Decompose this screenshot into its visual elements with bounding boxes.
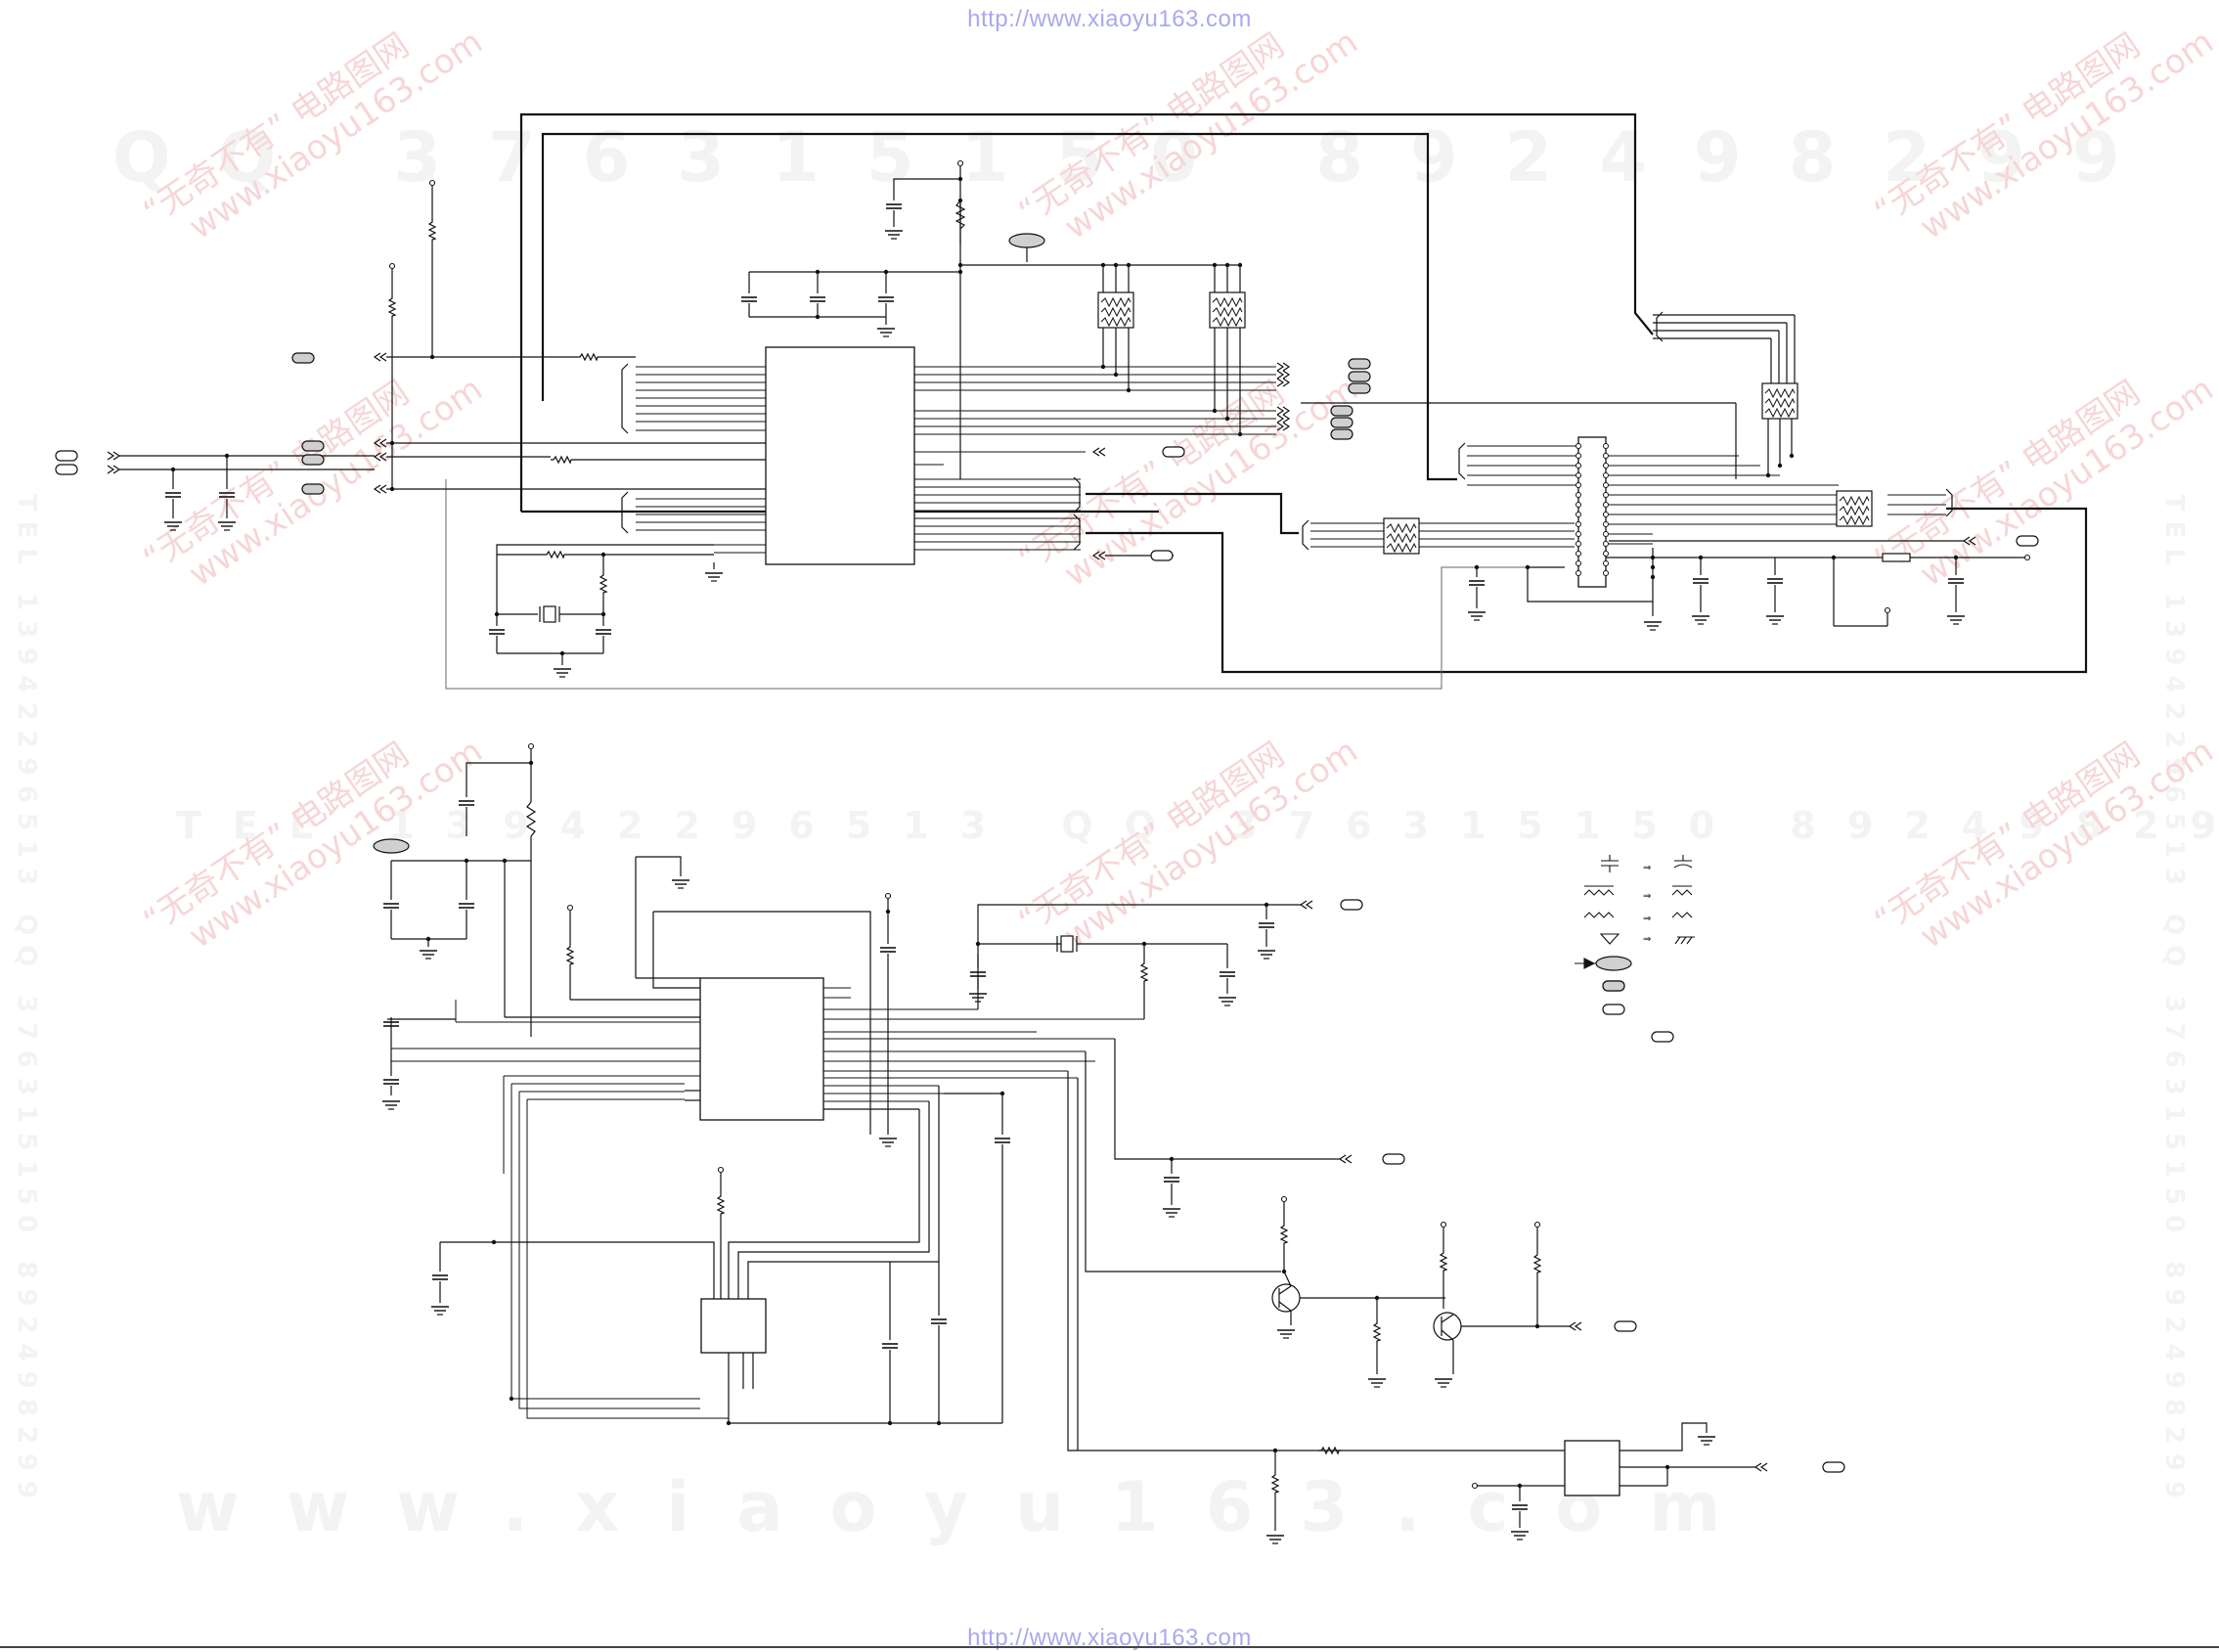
svg-text:⇒: ⇒ <box>1643 914 1651 924</box>
watermark-tel-line: TEL 13942296513 QQ 376315150 892498299 <box>176 804 2219 847</box>
page-bottom-rule <box>0 1646 2219 1648</box>
watermark-www-line: www.xiaoyu163.com <box>176 1467 1768 1547</box>
svg-text:⇒: ⇒ <box>1643 934 1651 945</box>
watermark-qq-line: QQ 376315150 892498299 <box>112 117 2167 198</box>
svg-text:⇒: ⇒ <box>1643 863 1651 873</box>
source-url-top[interactable]: http://www.xiaoyu163.com <box>967 6 1252 32</box>
svg-text:⇒: ⇒ <box>1643 891 1651 902</box>
